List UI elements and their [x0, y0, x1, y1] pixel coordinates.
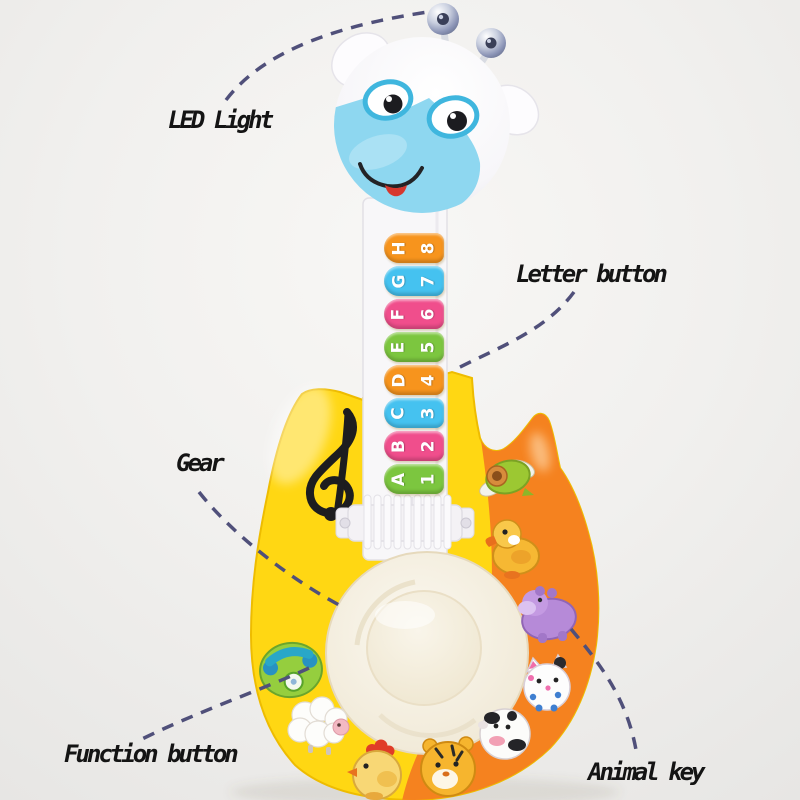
- treble-clef-print: [305, 408, 357, 521]
- label-letter-button: Letter button: [516, 260, 668, 288]
- bridge-screw: [339, 517, 351, 529]
- annotation-arrows: [137, 10, 639, 757]
- giraffe-head: [331, 3, 540, 213]
- animal-key-bird: [479, 459, 535, 497]
- led-light-arrow: [224, 10, 429, 102]
- animal-key-cat: [523, 653, 571, 712]
- gear-arrow: [197, 490, 342, 608]
- body-gloss: [269, 385, 331, 485]
- animal-key-hippo: [518, 586, 577, 643]
- label-animal-key: Animal key: [588, 758, 705, 786]
- tongue: [385, 185, 407, 197]
- animal-key-chicken: [347, 739, 402, 800]
- function-button-arrow: [137, 666, 310, 743]
- label-led-light: LED Light: [168, 106, 274, 134]
- animal-key-duck: [485, 519, 540, 579]
- horn-gloss: [530, 432, 550, 472]
- label-function-button: Function button: [64, 740, 239, 768]
- drum-light-dome: [325, 551, 529, 755]
- animal-key-cow: [478, 708, 531, 760]
- letter-button-arrow: [457, 290, 576, 370]
- animal-key-sheep: [287, 696, 350, 755]
- label-gear: Gear: [176, 449, 225, 477]
- animal-key-tiger: [420, 736, 476, 797]
- animal-key-arrow: [569, 627, 639, 757]
- telephone-function-button: [259, 641, 323, 699]
- bridge-screw: [460, 517, 472, 529]
- phone-handset: [265, 647, 314, 667]
- smile: [358, 162, 424, 189]
- eyes: [362, 79, 480, 139]
- bridge-gear: [335, 494, 475, 550]
